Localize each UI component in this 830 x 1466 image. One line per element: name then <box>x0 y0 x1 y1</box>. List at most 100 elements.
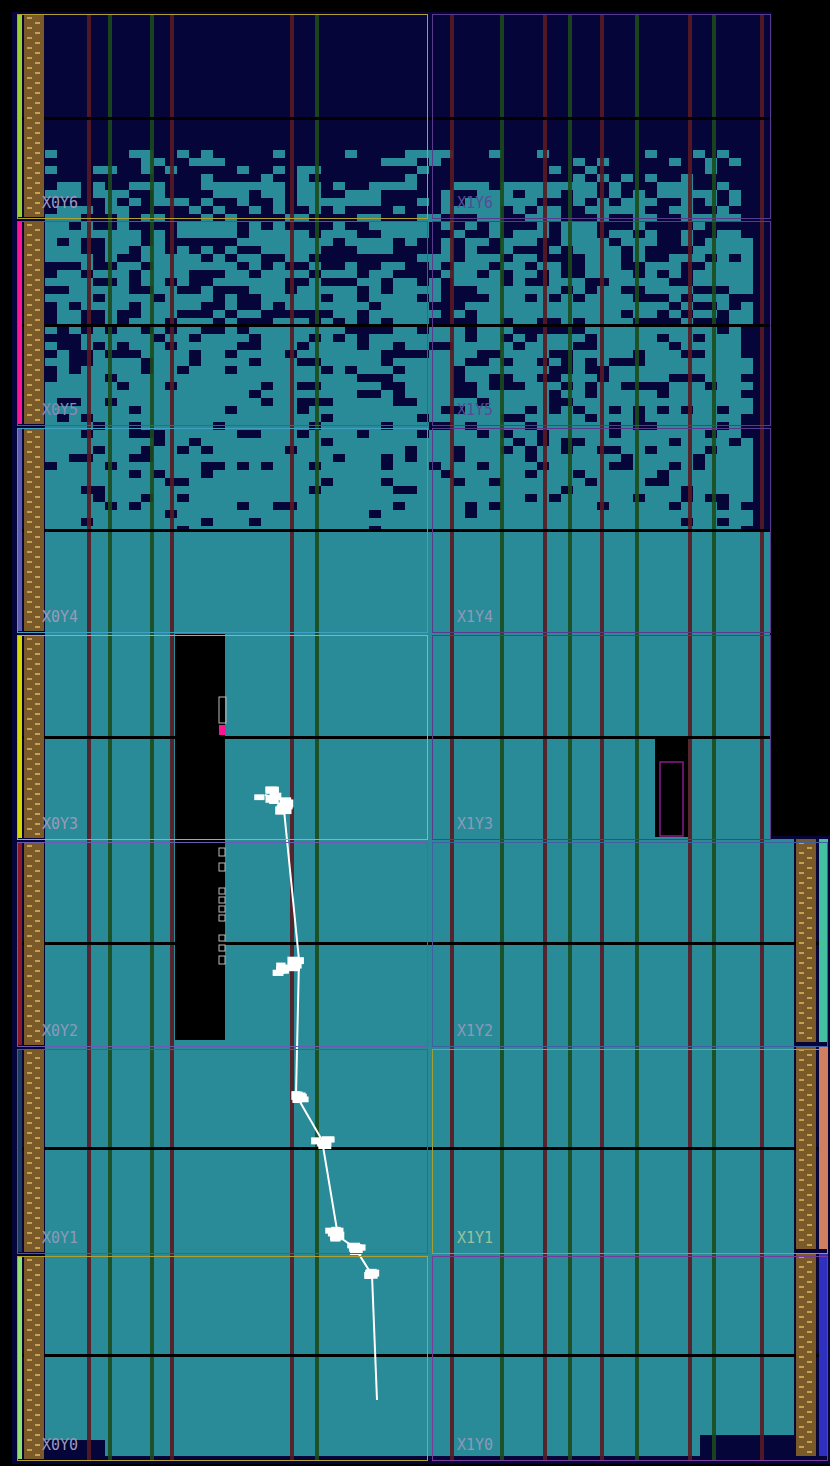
cell-fill <box>429 502 441 510</box>
cell-fill <box>57 486 69 494</box>
cell-fill <box>213 454 225 462</box>
cell-fill <box>741 462 753 470</box>
cell-fill <box>405 174 417 182</box>
cell-fill <box>657 366 669 374</box>
cell-fill <box>717 382 729 390</box>
site-marker <box>219 697 226 723</box>
cell-fill <box>513 294 525 302</box>
cell-fill <box>669 254 681 262</box>
cell-fill <box>585 502 597 510</box>
cell-fill <box>393 374 405 382</box>
cell-fill <box>237 446 249 454</box>
cell-fill <box>369 430 381 438</box>
placed-cells <box>45 150 794 1456</box>
cell-fill <box>717 238 729 246</box>
cell-fill <box>465 454 477 462</box>
cell-fill <box>201 158 213 166</box>
cell-fill <box>273 390 285 398</box>
cell-fill <box>129 198 141 206</box>
cell-fill <box>237 438 249 446</box>
cell-fill <box>273 478 285 486</box>
cell-fill <box>573 358 585 366</box>
cell-fill <box>177 254 189 262</box>
cell-fill <box>513 494 525 502</box>
cell-fill <box>645 366 657 374</box>
cell-fill <box>717 270 729 278</box>
cell-fill <box>213 478 225 486</box>
cell-fill <box>693 406 705 414</box>
io-site <box>35 82 40 84</box>
cell-fill <box>741 478 753 486</box>
cell-fill <box>609 278 621 286</box>
io-site <box>27 344 32 346</box>
cell-fill <box>297 270 309 278</box>
cell-fill <box>117 262 129 270</box>
cell-fill <box>261 278 273 286</box>
cell-fill <box>357 350 369 358</box>
cell-fill <box>585 302 597 310</box>
cell-fill <box>513 398 525 406</box>
cell-fill <box>345 398 357 406</box>
cell-fill <box>333 286 345 294</box>
row-divider <box>17 1354 828 1357</box>
cell-fill <box>429 518 441 526</box>
cell-fill <box>585 166 597 174</box>
cell-fill <box>693 446 705 454</box>
cell-fill <box>249 462 261 470</box>
cell-fill <box>729 366 741 374</box>
row-divider <box>17 324 828 327</box>
cell-fill <box>225 182 237 190</box>
cell-fill <box>117 326 129 334</box>
cell-fill <box>609 398 621 406</box>
cell-fill <box>393 494 405 502</box>
cell-fill <box>69 310 81 318</box>
cell-fill <box>645 342 657 350</box>
cell-fill <box>669 206 681 214</box>
cell-fill <box>345 198 357 206</box>
cell-fill <box>69 438 81 446</box>
cell-fill <box>225 230 237 238</box>
io-site <box>27 97 32 99</box>
cell-fill <box>153 502 165 510</box>
io-site <box>35 329 40 331</box>
cell-fill <box>477 502 489 510</box>
cell-fill <box>129 342 141 350</box>
cell-fill <box>729 334 741 342</box>
cell-fill <box>345 294 357 302</box>
cell-fill <box>153 254 165 262</box>
cell-fill <box>405 238 417 246</box>
cell-fill <box>585 206 597 214</box>
cell-fill <box>273 358 285 366</box>
cell-fill <box>609 366 621 374</box>
cell-fill <box>57 470 69 478</box>
io-site <box>35 249 40 251</box>
cell-fill <box>69 478 81 486</box>
cell-fill <box>333 366 345 374</box>
cell-fill <box>153 190 165 198</box>
cell-fill <box>93 398 105 406</box>
cell-fill <box>525 510 537 518</box>
cell-fill <box>573 502 585 510</box>
cell-fill <box>513 390 525 398</box>
cell-fill <box>261 414 273 422</box>
cell-fill <box>717 438 729 446</box>
cell-fill <box>741 310 753 318</box>
cell-fill <box>357 358 369 366</box>
cell-fill <box>393 286 405 294</box>
cell-fill <box>513 374 525 382</box>
cell-fill <box>489 222 501 230</box>
cell-fill <box>129 326 141 334</box>
cell-fill <box>273 206 285 214</box>
cell-fill <box>297 286 309 294</box>
cell-fill <box>225 326 237 334</box>
cell-fill <box>57 446 69 454</box>
cell-fill <box>585 270 597 278</box>
cell-fill <box>69 510 81 518</box>
cell-fill <box>585 182 597 190</box>
cell-fill <box>741 470 753 478</box>
cell-fill <box>213 366 225 374</box>
cell-fill <box>609 286 621 294</box>
cell-fill <box>345 510 357 518</box>
cell-fill <box>57 494 69 502</box>
cell-fill <box>213 406 225 414</box>
